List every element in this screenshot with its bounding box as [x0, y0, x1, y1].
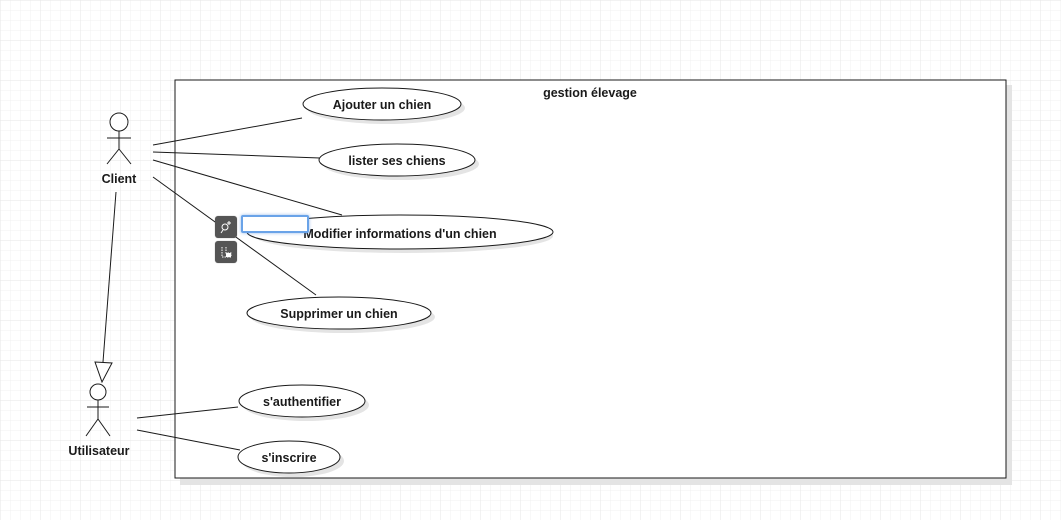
generalization-client-utilisateur[interactable] [94, 191, 117, 384]
inline-text-editor[interactable] [241, 215, 309, 233]
use-case-label: Ajouter un chien [333, 98, 432, 112]
actor-head-icon [109, 112, 129, 132]
use-case-inscrire[interactable]: s'inscrire [237, 440, 344, 477]
use-case-label: Modifier informations d'un chien [303, 227, 496, 241]
association-utilisateur-authentifier[interactable] [136, 406, 239, 419]
association-client-ajouter[interactable] [152, 117, 303, 146]
use-case-label: lister ses chiens [348, 154, 445, 168]
style-edit-icon[interactable] [215, 241, 237, 263]
actor-utilisateur[interactable]: Utilisateur [68, 383, 130, 458]
system-boundary-title: gestion élevage [543, 86, 637, 100]
use-case-lister[interactable]: lister ses chiens [318, 143, 479, 180]
generalization-arrowhead [94, 361, 113, 384]
use-case-label: s'inscrire [261, 451, 316, 465]
use-case-ajouter[interactable]: Ajouter un chien [302, 87, 465, 124]
actor-head-icon [89, 383, 107, 401]
use-case-authentifier[interactable]: s'authentifier [238, 384, 369, 421]
use-case-label: s'authentifier [263, 395, 341, 409]
actor-label: Utilisateur [68, 444, 129, 458]
connector-plus-icon[interactable] [215, 216, 237, 238]
association-client-lister[interactable] [152, 151, 321, 159]
association-utilisateur-inscrire[interactable] [136, 429, 241, 451]
use-case-supprimer[interactable]: Supprimer un chien [246, 296, 435, 333]
system-boundary[interactable]: gestion élevage [174, 79, 1012, 485]
actor-label: Client [102, 172, 138, 186]
use-case-label: Supprimer un chien [280, 307, 397, 321]
use-case-modifier[interactable]: Modifier informations d'un chien [246, 214, 554, 253]
association-client-modifier[interactable] [152, 159, 343, 216]
actor-client[interactable]: Client [102, 112, 138, 186]
